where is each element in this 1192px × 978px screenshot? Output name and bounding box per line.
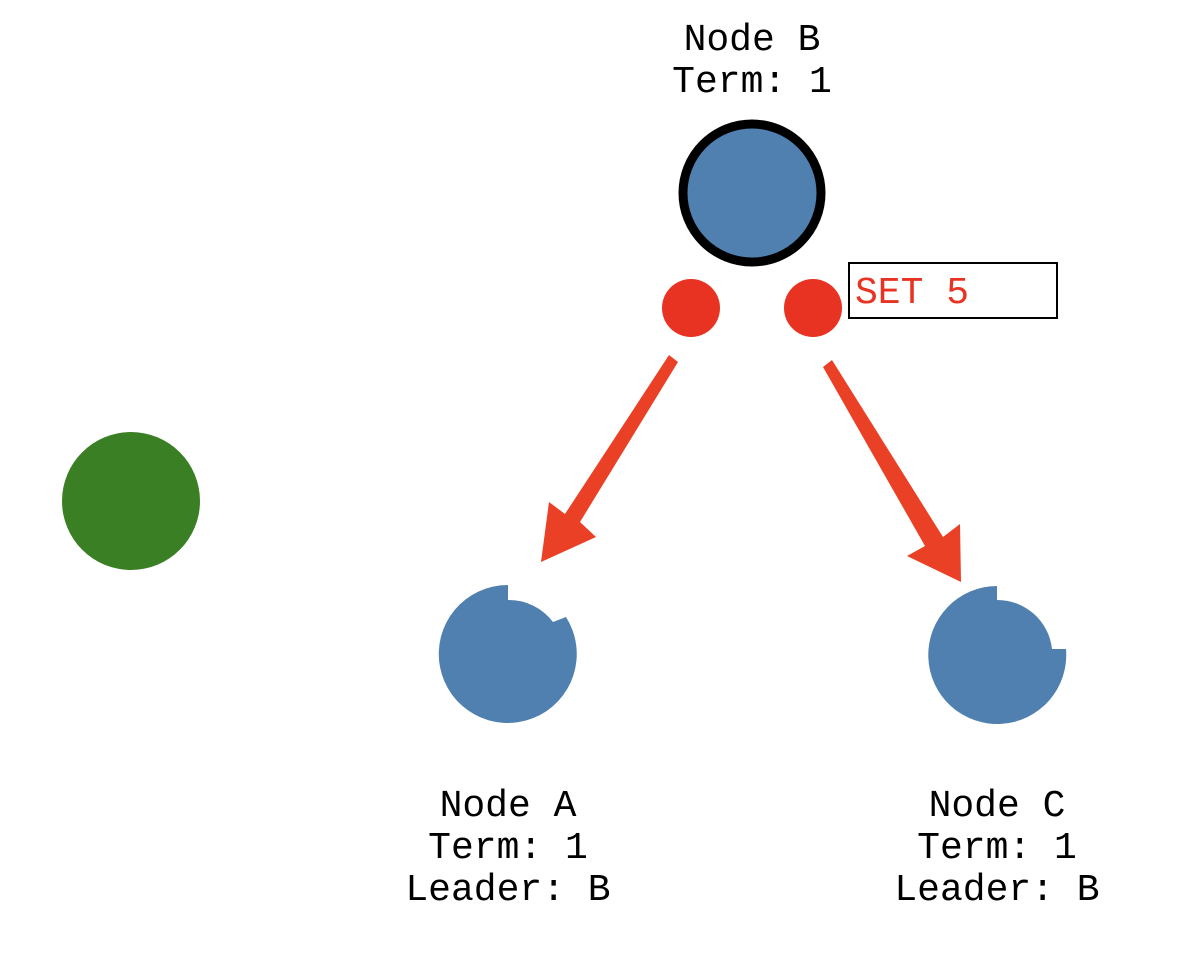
arrow-to-node-c <box>823 360 961 582</box>
node-c-leader: Leader: B <box>894 869 1099 912</box>
node-c-term: Term: 1 <box>917 827 1077 870</box>
message-dot-to-c <box>784 279 842 337</box>
node-c-circle[interactable] <box>928 586 1067 724</box>
client-circle[interactable] <box>62 432 200 570</box>
node-a-leader: Leader: B <box>405 869 610 912</box>
message-dot-to-a <box>662 279 720 337</box>
node-c-name: Node C <box>929 785 1066 828</box>
node-a-name: Node A <box>440 785 577 828</box>
message-label: SET 5 <box>855 272 969 315</box>
node-a-circle[interactable] <box>438 584 577 723</box>
message-box <box>848 262 1058 319</box>
node-b-circle[interactable] <box>678 119 826 267</box>
node-a-term: Term: 1 <box>428 827 588 870</box>
node-b-term: Term: 1 <box>672 61 832 104</box>
arrow-to-node-a <box>541 355 678 562</box>
node-b-name: Node B <box>684 19 821 62</box>
